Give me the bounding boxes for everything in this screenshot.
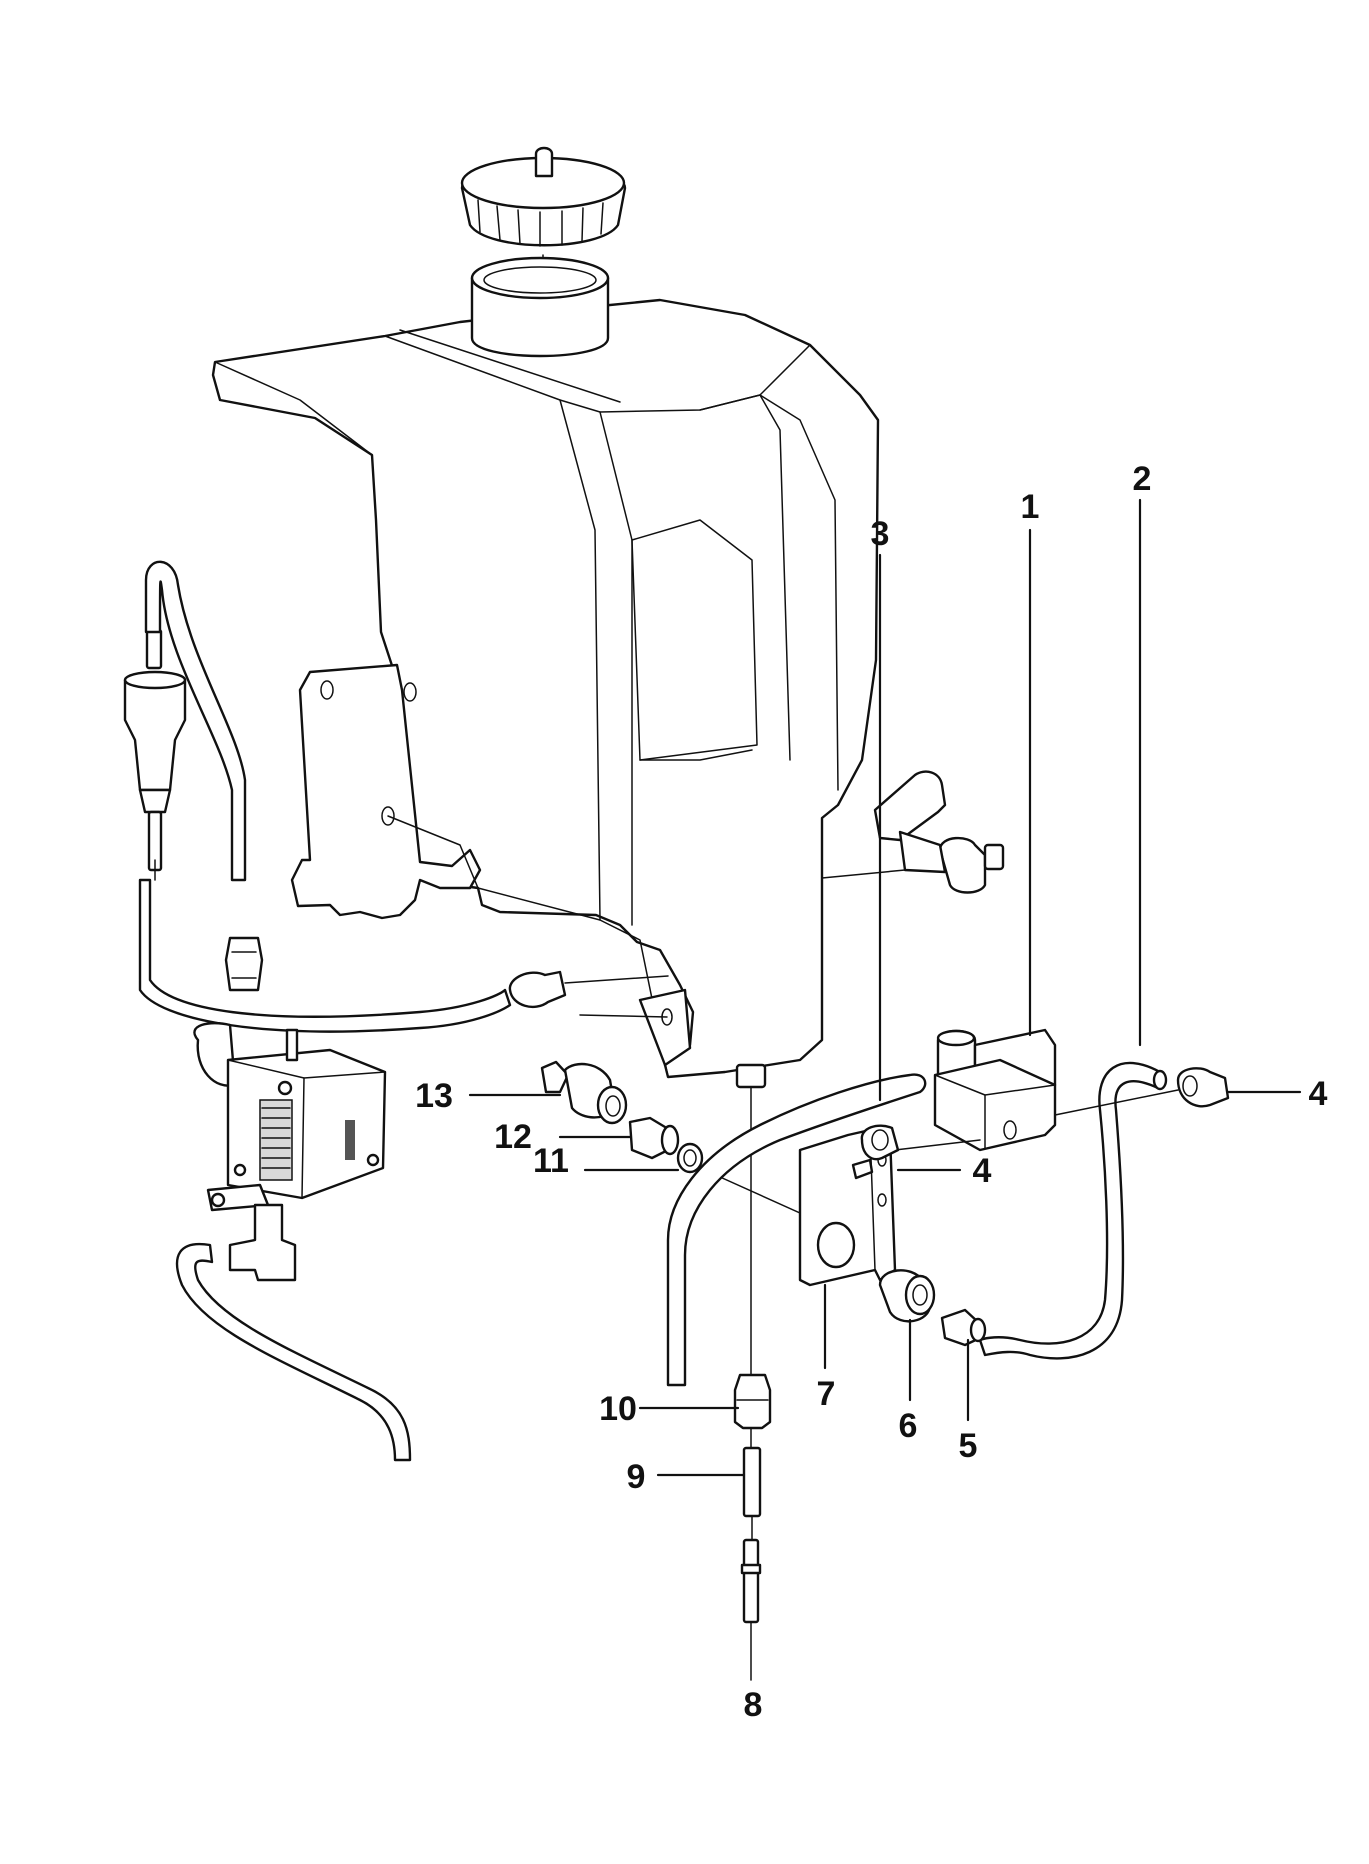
callout-4-lower: 4 — [973, 1152, 992, 1190]
hose-lower-left — [176, 1242, 412, 1462]
tank-bracket — [290, 663, 692, 1067]
callout-6: 6 — [899, 1407, 918, 1445]
callout-7: 7 — [817, 1375, 836, 1413]
fuel-pump — [193, 1021, 387, 1282]
callout-3: 3 — [871, 515, 890, 553]
hose-3 — [666, 1073, 927, 1387]
callout-13: 13 — [415, 1077, 453, 1115]
hose-2 — [978, 1061, 1230, 1360]
leader-lines — [468, 498, 1302, 1477]
fuel-filter — [123, 628, 187, 881]
callout-8: 8 — [744, 1686, 763, 1724]
valve-bracket-assembly — [798, 1124, 987, 1347]
callout-4-upper: 4 — [1309, 1075, 1328, 1113]
callouts: 1 2 3 4 4 5 6 7 8 9 10 11 12 13 — [415, 460, 1327, 1724]
drain-valve — [821, 770, 1005, 894]
solenoid-valve — [894, 1028, 1057, 1152]
callout-1: 1 — [1021, 488, 1040, 526]
callout-2: 2 — [1133, 460, 1152, 498]
hose-left — [138, 560, 669, 1033]
callout-9: 9 — [627, 1458, 646, 1496]
callout-11: 11 — [533, 1142, 569, 1180]
callout-10: 10 — [599, 1390, 637, 1428]
callout-12: 12 — [494, 1118, 532, 1156]
callout-5: 5 — [959, 1427, 978, 1465]
fittings-10-9-8 — [733, 1086, 772, 1681]
